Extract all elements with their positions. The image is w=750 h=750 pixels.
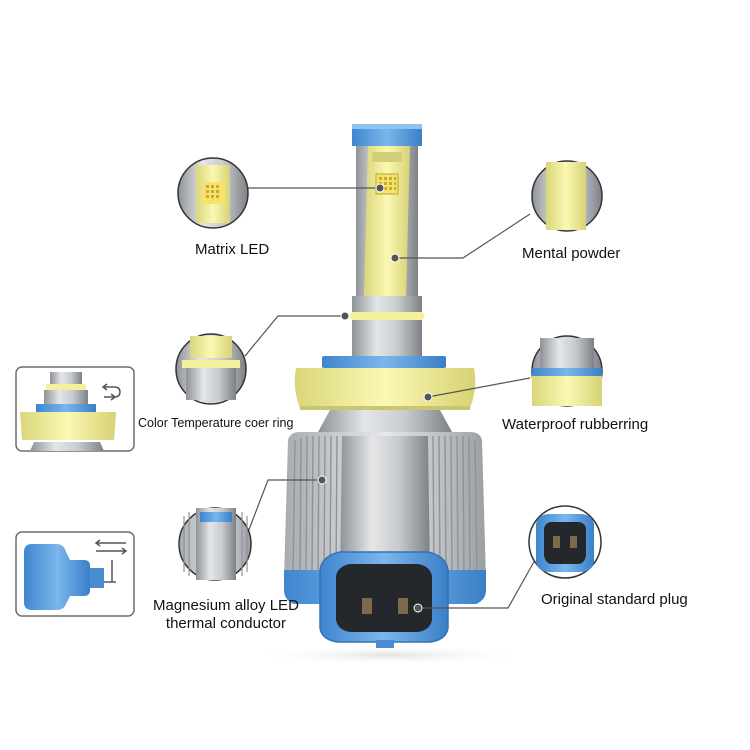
magnifier-color-ring xyxy=(175,333,247,405)
magnifier-heatsink xyxy=(178,507,252,581)
magnifier-plug xyxy=(528,505,602,579)
label-waterproof-rubberring: Waterproof rubberring xyxy=(502,416,649,433)
inset-color-temperature xyxy=(15,366,135,452)
magnifier-matrix-led xyxy=(177,157,249,229)
label-matrix-led: Matrix LED xyxy=(195,241,270,258)
label-magnesium-line2: thermal conductor xyxy=(165,615,286,632)
slide-arrows-icon xyxy=(94,539,128,583)
label-magnesium-conductor: Magnesium alloy LED thermal conductor xyxy=(153,597,299,633)
inset-adjustable-fit xyxy=(15,531,135,617)
leader-lines xyxy=(244,187,536,609)
label-mental-powder: Mental powder xyxy=(522,245,621,262)
label-original-plug: Original standard plug xyxy=(541,591,688,608)
led-bulb xyxy=(284,124,486,648)
label-color-temperature-ring: Color Temperature coer ring xyxy=(138,416,294,430)
label-magnesium-line1: Magnesium alloy LED xyxy=(153,597,299,614)
magnifier-mental-powder xyxy=(531,160,603,232)
rotate-arrows-icon xyxy=(101,383,121,401)
leader-dots xyxy=(317,183,433,613)
magnifier-rubberring xyxy=(531,335,603,407)
